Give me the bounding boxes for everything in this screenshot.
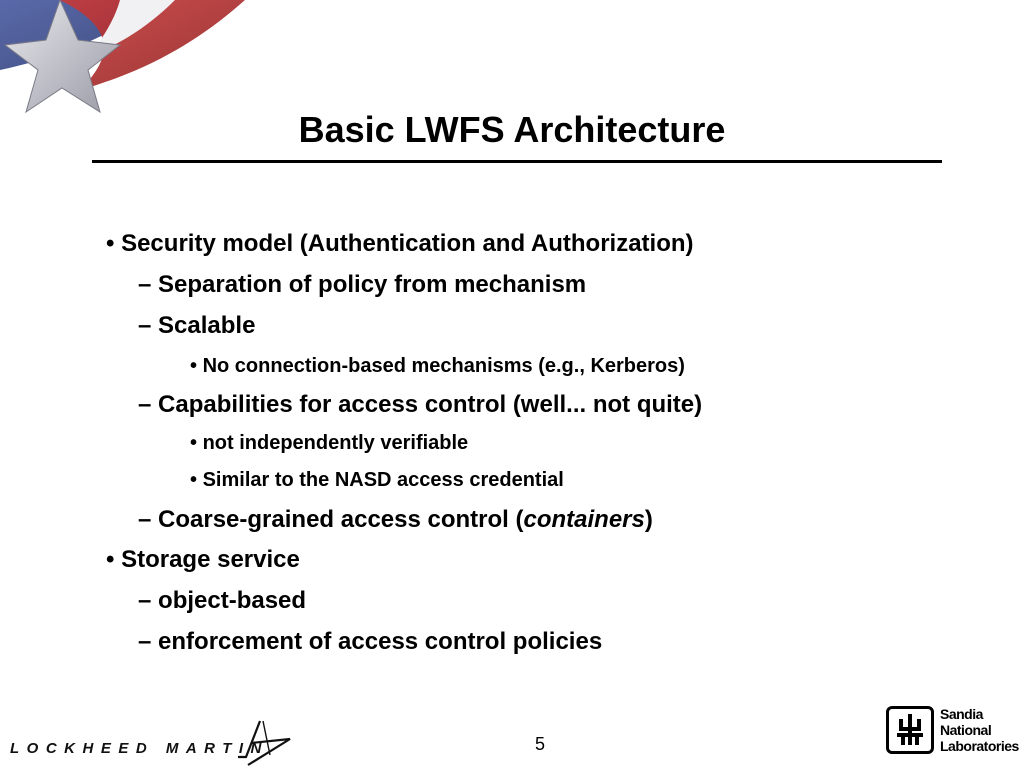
page-number: 5 bbox=[534, 734, 545, 754]
dash-marker: – bbox=[138, 628, 152, 655]
bullet-text: not independently verifiable bbox=[202, 432, 469, 454]
bullet-text: Separation of policy from mechanism bbox=[158, 271, 587, 298]
bullet-level2: – Separation of policy from mechanism bbox=[138, 270, 586, 300]
text-segment: ) bbox=[644, 506, 653, 533]
dash-marker: – bbox=[138, 587, 152, 614]
bullet-text: Similar to the NASD access credential bbox=[202, 469, 564, 491]
dash-marker: – bbox=[138, 271, 152, 298]
bullet-text: Coarse-grained access control (container… bbox=[158, 506, 653, 533]
thunderbird-icon bbox=[897, 714, 923, 745]
bullet-level2: – Capabilities for access control (well.… bbox=[138, 390, 702, 420]
bullet-marker: • bbox=[106, 230, 115, 257]
sandia-wordmark: Sandia National Laboratories bbox=[940, 706, 1019, 754]
dash-marker: – bbox=[138, 312, 152, 339]
dash-marker: – bbox=[138, 506, 152, 533]
bullet-level1: • Storage service bbox=[106, 545, 300, 575]
bullet-text: enforcement of access control policies bbox=[158, 628, 603, 655]
text-segment: Coarse-grained access control ( bbox=[158, 506, 524, 533]
bullet-level1: • Security model (Authentication and Aut… bbox=[106, 229, 694, 259]
sandia-emblem bbox=[886, 706, 934, 754]
italic-term: containers bbox=[523, 506, 645, 533]
bullet-level2: – Scalable bbox=[138, 311, 255, 341]
bullet-text: object-based bbox=[158, 587, 307, 614]
lockheed-martin-logo: LOCKHEED MARTIN bbox=[10, 720, 291, 766]
sandia-logo: Sandia National Laboratories bbox=[886, 706, 1019, 762]
bullet-marker: • bbox=[190, 469, 198, 491]
slide-title: Basic LWFS Architecture bbox=[298, 109, 726, 150]
bullet-level3: • Similar to the NASD access credential bbox=[190, 467, 564, 493]
bullet-text: Scalable bbox=[158, 312, 256, 339]
svg-text:LOCKHEED MARTIN: LOCKHEED MARTIN bbox=[10, 740, 269, 757]
bullet-marker: • bbox=[106, 546, 115, 573]
bullet-level3: • not independently verifiable bbox=[190, 430, 468, 456]
sandia-wordmark-line: Sandia bbox=[940, 706, 983, 722]
bullet-text: Capabilities for access control (well...… bbox=[158, 391, 703, 418]
flag-star-graphic bbox=[0, 0, 245, 114]
bullet-text: Security model (Authentication and Autho… bbox=[121, 230, 694, 257]
bullet-marker: • bbox=[190, 355, 198, 377]
bullet-level2: – Coarse-grained access control (contain… bbox=[138, 505, 653, 535]
bullet-level3: • No connection-based mechanisms (e.g., … bbox=[190, 353, 685, 379]
bullet-text: Storage service bbox=[121, 546, 300, 573]
title-divider bbox=[92, 160, 942, 163]
dash-marker: – bbox=[138, 391, 152, 418]
bullet-text: No connection-based mechanisms (e.g., Ke… bbox=[202, 355, 685, 377]
bullet-marker: • bbox=[190, 432, 198, 454]
bullet-level2: – enforcement of access control policies bbox=[138, 627, 602, 657]
sandia-wordmark-line: National bbox=[940, 722, 992, 738]
sandia-wordmark-line: Laboratories bbox=[940, 738, 1019, 754]
bullet-level2: – object-based bbox=[138, 586, 306, 616]
